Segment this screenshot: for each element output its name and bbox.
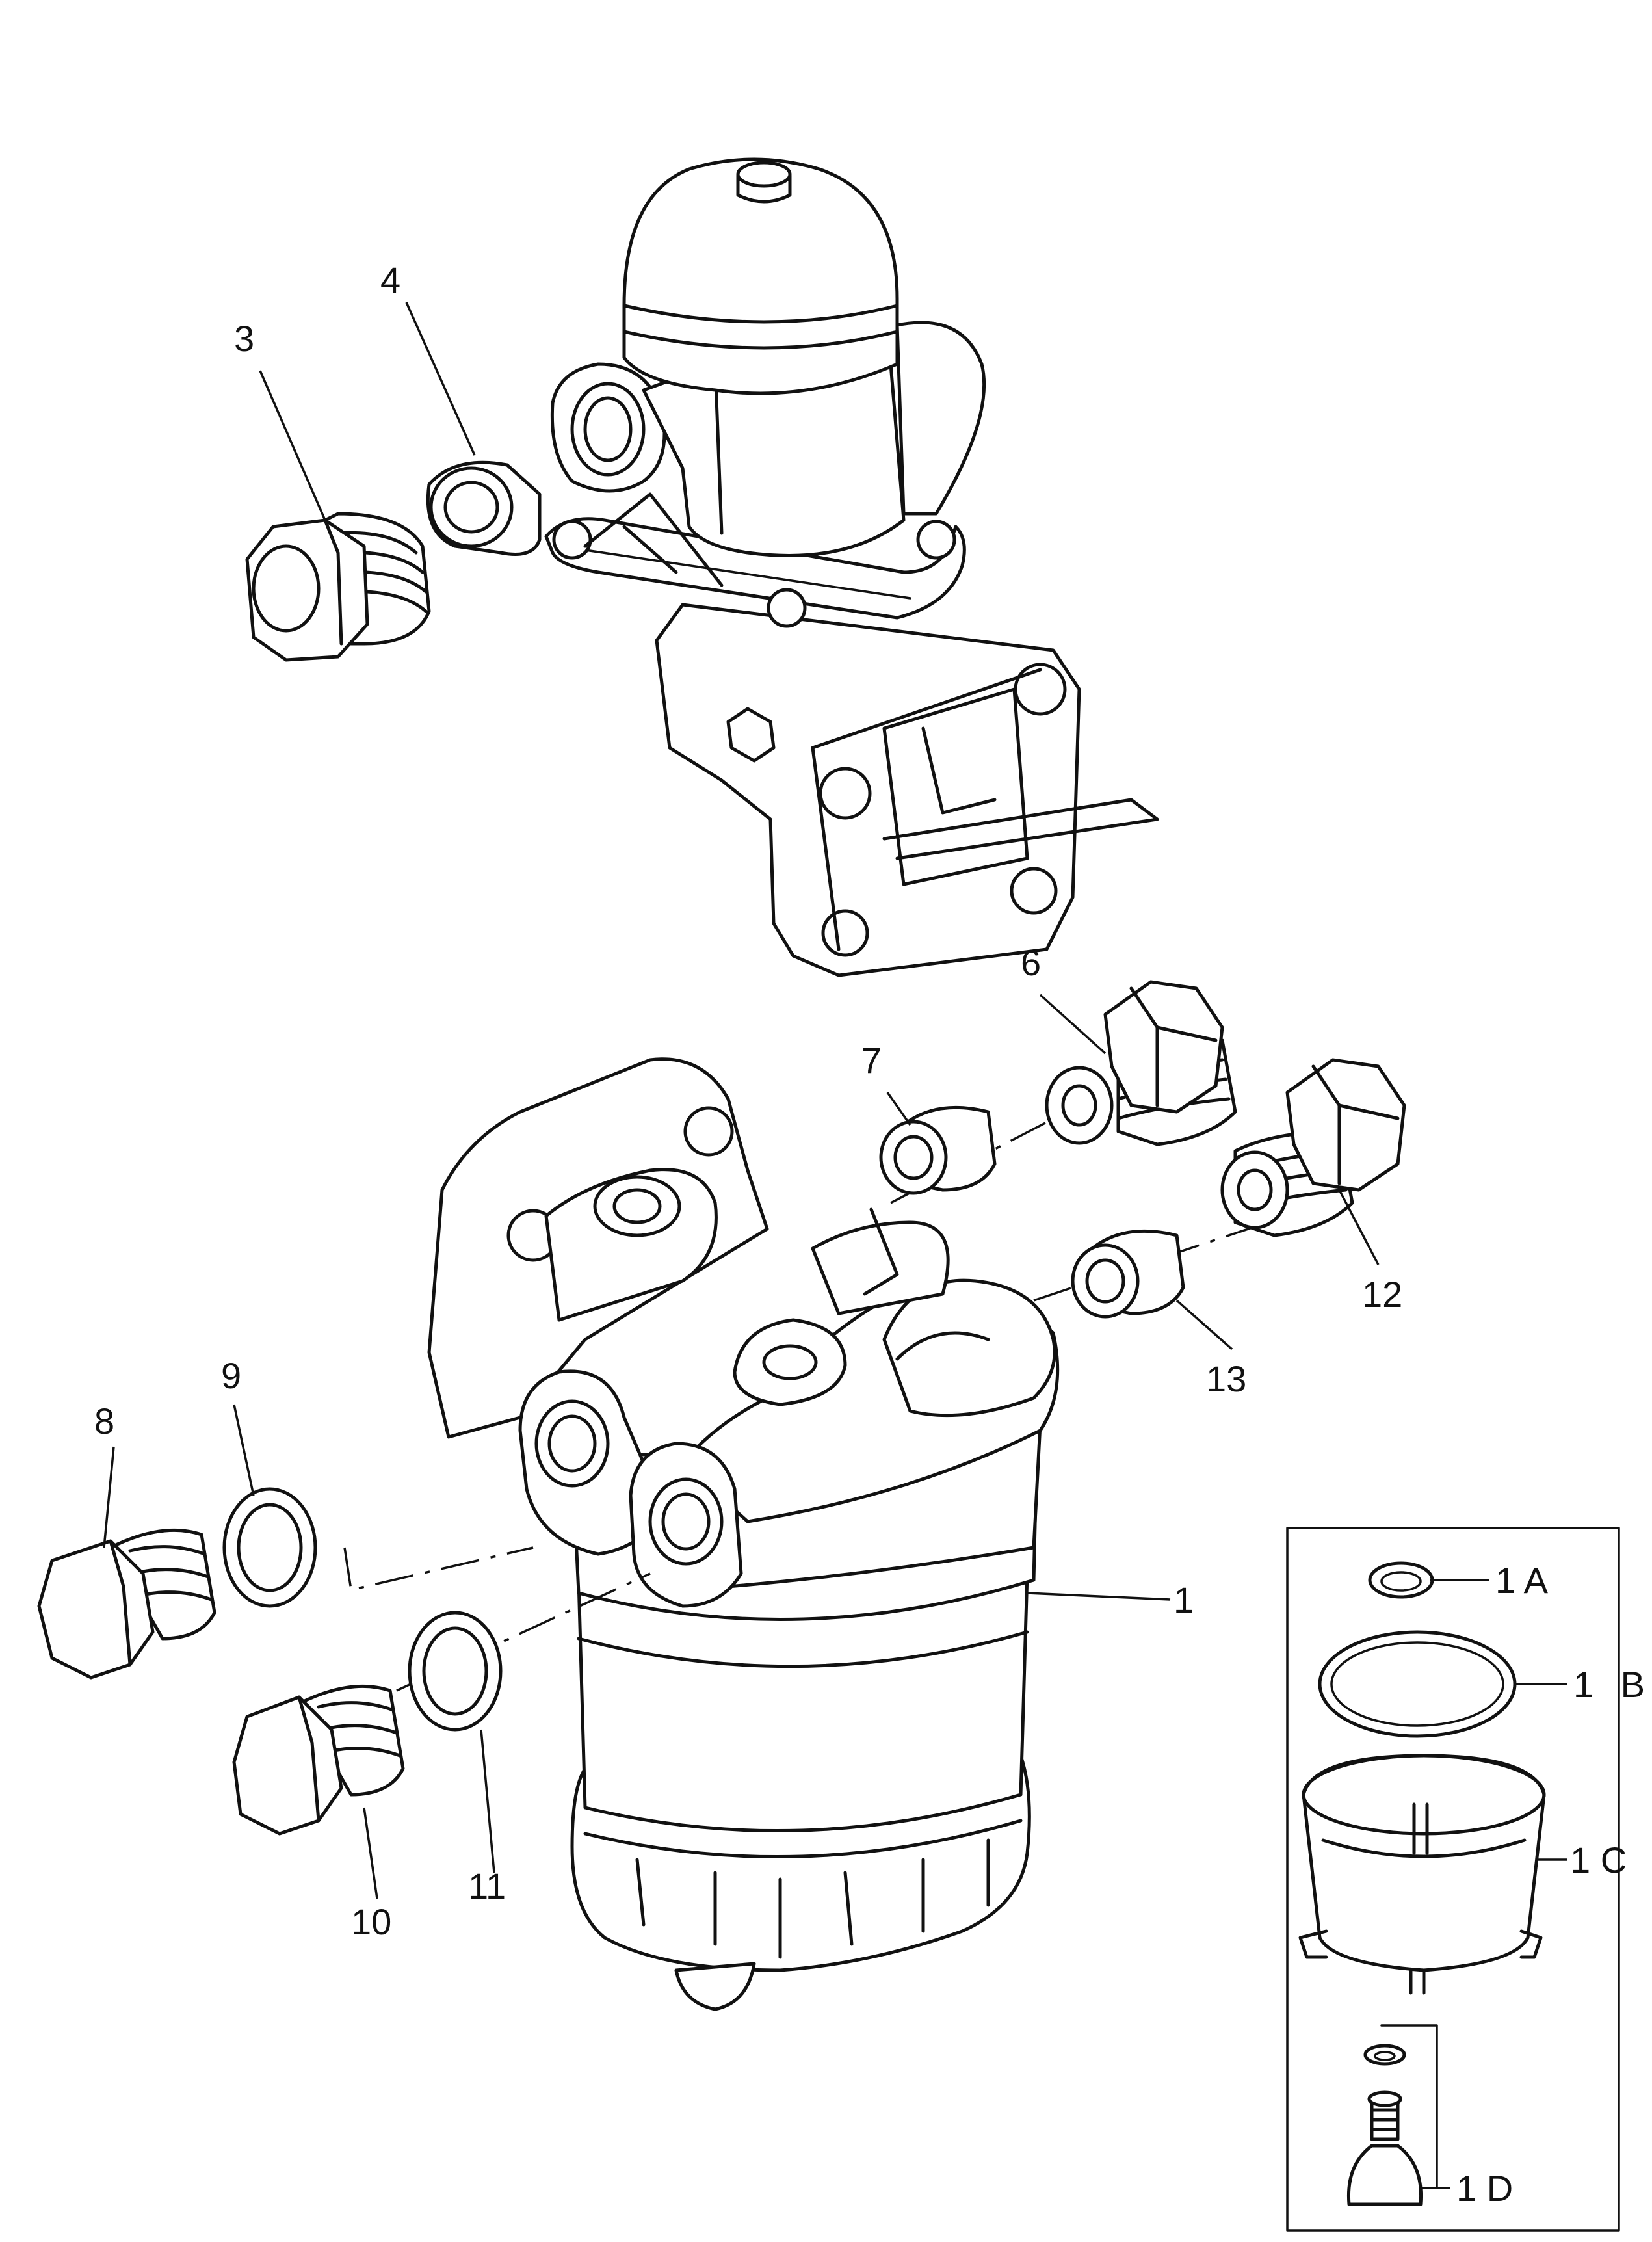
part-3-plug [245, 512, 431, 662]
label-part-1C: 1 C [1570, 1840, 1627, 1880]
label-part-1B: 1 B [1573, 1664, 1645, 1705]
part-10-plug [232, 1684, 405, 1836]
inset-frame [1286, 1527, 1620, 2232]
part-13-sleeve [1071, 1229, 1185, 1319]
fuel-filter-assembly [427, 1057, 1060, 2011]
part-6-bolt [1045, 980, 1237, 1146]
label-part-1A: 1 A [1495, 1560, 1549, 1601]
label-part-10: 10 [351, 1901, 391, 1942]
label-part-13: 13 [1206, 1358, 1246, 1399]
part-1D-drain-plug [1346, 2024, 1438, 2206]
label-part-1: 1 [1173, 1579, 1194, 1620]
centerline-lower-port [396, 1572, 651, 1692]
part-9-washer [222, 1487, 317, 1608]
part-1C-element [1298, 1754, 1546, 1995]
part-4-sleeve [426, 460, 542, 556]
leader-lines [103, 302, 1567, 2189]
label-part-1D: 1 D [1456, 2168, 1513, 2209]
part-1B-ring [1318, 1630, 1517, 1738]
label-part-12: 12 [1362, 1274, 1402, 1315]
label-part-4: 4 [380, 259, 400, 300]
part-12-bolt [1220, 1058, 1406, 1237]
part-1A-o-ring [1368, 1561, 1434, 1599]
label-part-6: 6 [1021, 942, 1041, 983]
part-11-washer [408, 1611, 503, 1732]
fuel-feed-pump [544, 157, 1159, 977]
inset-filter-parts [1286, 1527, 1620, 2232]
label-part-8: 8 [94, 1401, 114, 1442]
centerline-upper-port [343, 1546, 534, 1592]
part-7-sleeve [879, 1105, 997, 1195]
label-part-11: 11 [468, 1866, 506, 1906]
label-part-9: 9 [221, 1355, 241, 1396]
part-labels: 3 4 6 7 8 9 10 11 12 13 1 1 A 1 B 1 C 1 … [94, 259, 1645, 2209]
label-part-3: 3 [234, 318, 254, 359]
label-part-7: 7 [861, 1040, 882, 1081]
part-8-plug [37, 1528, 216, 1680]
